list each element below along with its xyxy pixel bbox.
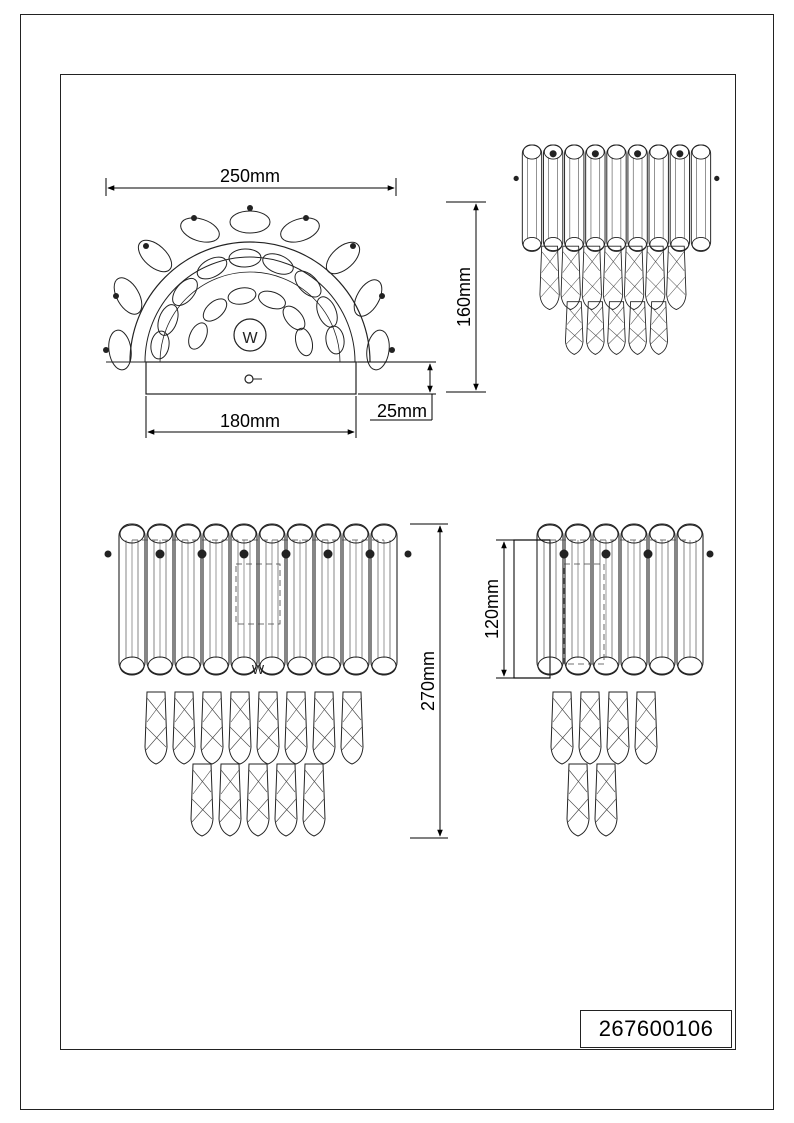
dim-front-height: 270mm	[418, 651, 438, 711]
front-view-large: W 270mm	[104, 523, 448, 839]
drawing-frame	[60, 74, 736, 1050]
front-view-small: 160mm	[446, 144, 720, 393]
side-view: 120mm	[482, 523, 714, 837]
product-code: 267600106	[580, 1010, 732, 1048]
dim-top-height: 160mm	[454, 267, 474, 327]
dim-top-width: 250mm	[220, 166, 280, 186]
sheet-border	[20, 14, 774, 1110]
dim-base-depth: 25mm	[377, 401, 427, 421]
svg-text:W: W	[242, 330, 258, 347]
svg-text:W: W	[252, 662, 265, 677]
dim-side-height: 120mm	[482, 579, 502, 639]
dim-base-width: 180mm	[220, 411, 280, 431]
top-view: W 250mm 180mm	[103, 166, 436, 438]
